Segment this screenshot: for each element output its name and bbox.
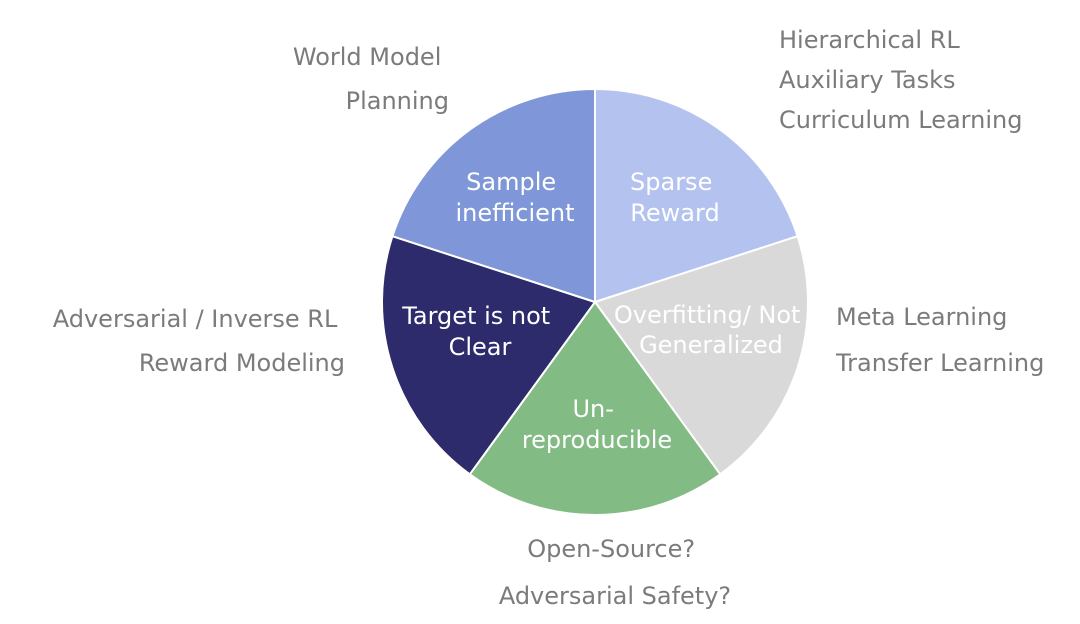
slice-overfitting bbox=[468, 301, 722, 516]
slice-target-unclear bbox=[391, 88, 596, 303]
challenge-pie: Sample inefficient Sparse Reward Overfit… bbox=[381, 88, 809, 516]
solutions-unreproducible: Open-Source? Adversarial Safety? bbox=[499, 535, 731, 610]
slice-unreproducible bbox=[381, 235, 596, 476]
solutions-sample-inefficient: World Model Planning bbox=[293, 43, 449, 115]
slice-sparse-reward bbox=[594, 235, 809, 476]
slice-label-unreproducible: Un- reproducible bbox=[522, 395, 672, 454]
slice-label-overfitting: Overfitting/ Not Generalized bbox=[614, 301, 808, 359]
slice-label-sample-inefficient: Sample inefficient bbox=[455, 168, 574, 227]
solutions-sparse-reward: Hierarchical RL Auxiliary Tasks Curricul… bbox=[779, 26, 1022, 134]
solutions-overfitting: Meta Learning Transfer Learning bbox=[835, 303, 1044, 377]
slice-label-sparse-reward: Sparse Reward bbox=[630, 168, 720, 227]
slice-sample-inefficient bbox=[594, 88, 799, 303]
slice-label-target-unclear: Target is not Clear bbox=[401, 302, 558, 361]
solutions-target-unclear: Adversarial / Inverse RL Reward Modeling bbox=[53, 305, 345, 377]
